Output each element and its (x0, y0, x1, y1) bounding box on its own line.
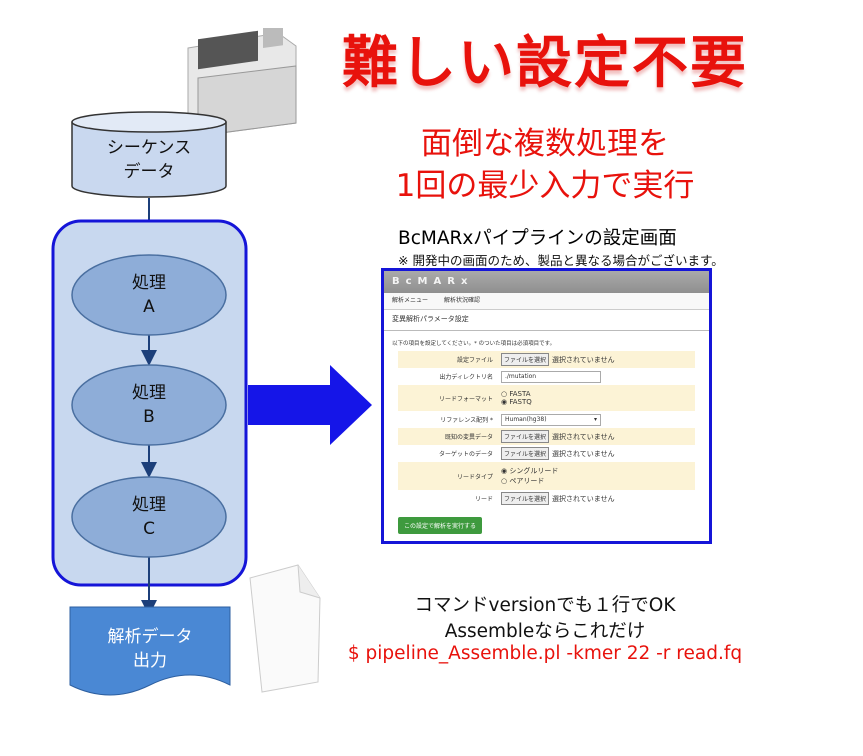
nav-analysis-menu[interactable]: 解析メニュー (392, 297, 429, 304)
radio-fasta[interactable]: ○ FASTA (501, 390, 531, 398)
main-title: 難しい設定不要 (342, 31, 748, 96)
known-file-button[interactable]: ファイルを選択 (501, 430, 550, 443)
target-file-button[interactable]: ファイルを選択 (501, 447, 550, 460)
nav-status[interactable]: 解析状況確認 (444, 297, 481, 304)
big-right-arrow (248, 365, 372, 445)
app-nav: 解析メニュー 解析状況確認 (384, 293, 709, 310)
run-analysis-button[interactable]: この設定で解析を実行する (398, 517, 483, 534)
app-screenshot: BcMARx 解析メニュー 解析状況確認 変異解析パラメータ設定 以下の項目を設定… (381, 268, 712, 544)
row-outdir: 出力ディレクトリ名./mutation (398, 368, 695, 385)
row-format: リードフォーマット○ FASTA◉ FASTQ (398, 385, 695, 411)
screen-note: ※ 開発中の画面のため、製品と異なる場合がございます。 (398, 253, 724, 268)
section-title: 変異解析パラメータ設定 (384, 310, 709, 331)
command-example: $ pipeline_Assemble.pl -kmer 22 -r read.… (347, 643, 743, 664)
bottom-line-1: コマンドversionでも１行でOK (414, 595, 676, 616)
screen-caption: BcMARxパイプラインの設定画面 (398, 228, 677, 249)
row-config-file: 設定ファイルファイルを選択選択されていません (398, 351, 695, 368)
subtitle-line-1: 面倒な複数処理を (421, 126, 669, 162)
step-c-node (71, 476, 227, 558)
radio-single[interactable]: ◉ シングルリード (501, 467, 559, 475)
read-file-button[interactable]: ファイルを選択 (501, 492, 550, 505)
row-read: リードファイルを選択選択されていません (398, 490, 695, 507)
row-target: ターゲットのデータファイルを選択選択されていません (398, 445, 695, 462)
input-label: シーケンスデータ (106, 138, 192, 182)
outdir-input[interactable]: ./mutation (501, 370, 601, 383)
app-brand: BcMARx (384, 271, 709, 293)
step-b-node (71, 364, 227, 446)
row-readtype: リードタイプ◉ シングルリード○ ペアリード (398, 462, 695, 490)
form-description: 以下の項目を設定してください。* のついた項目は必須項目です。 (392, 341, 556, 347)
bottom-line-2: Assembleならこれだけ (444, 621, 646, 642)
sequence-data-cylinder (71, 111, 227, 198)
document-icon (249, 564, 321, 693)
subtitle-line-2: 1回の最少入力で実行 (395, 168, 695, 204)
radio-fastq[interactable]: ◉ FASTQ (501, 398, 532, 406)
reference-select[interactable]: Human(hg38)▾ (501, 413, 601, 426)
row-reference: リファレンス配列 *Human(hg38)▾ (398, 411, 695, 428)
output-document-shape (69, 606, 231, 696)
row-known: 既知の変異データファイルを選択選択されていません (398, 428, 695, 445)
step-a-node (71, 254, 227, 336)
output-label: 解析データ出力 (107, 627, 193, 671)
radio-paired[interactable]: ○ ペアリード (501, 477, 545, 485)
config-file-button[interactable]: ファイルを選択 (501, 353, 550, 366)
